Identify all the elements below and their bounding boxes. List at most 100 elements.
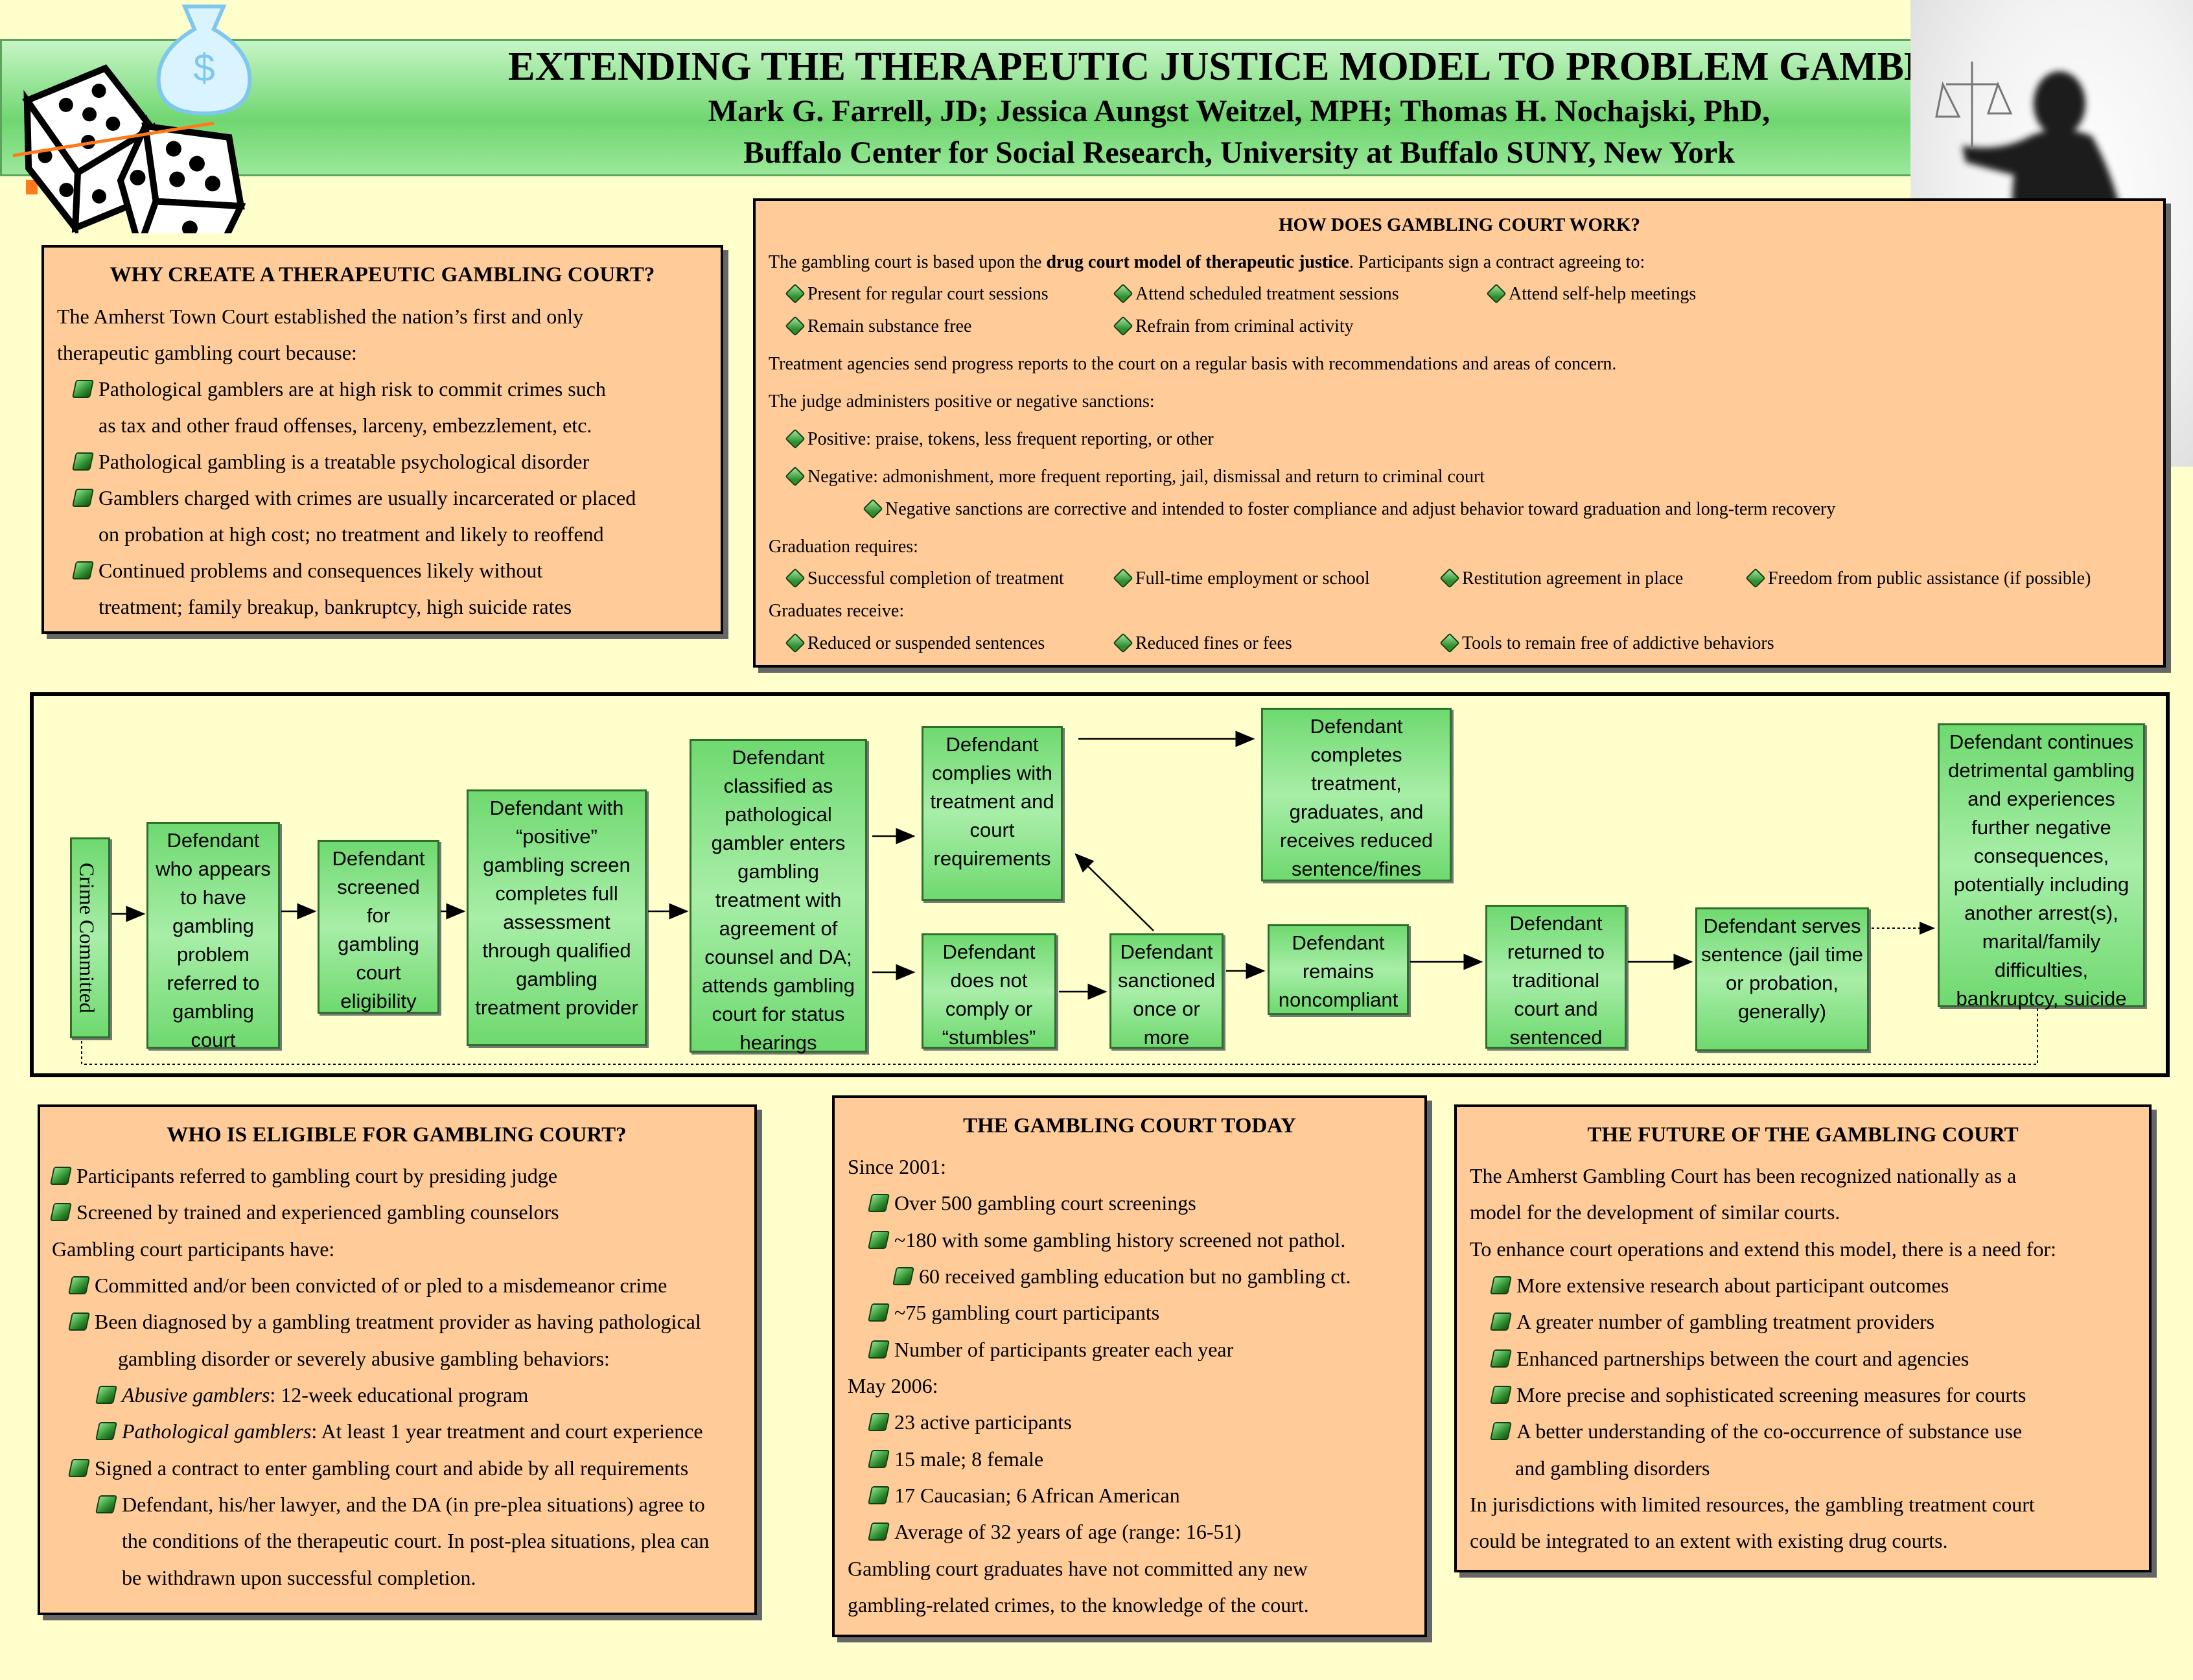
bullet-icon xyxy=(1490,1312,1512,1331)
today-may-3: 17 Caucasian; 6 African American xyxy=(894,1483,1180,1507)
bullet-icon xyxy=(892,1267,914,1286)
future-need-2: A greater number of gambling treatment p… xyxy=(1516,1310,1935,1334)
flow-node-returned: Defendant returned to traditional court … xyxy=(1485,905,1627,1049)
eligible-line-8: Signed a contract to enter gambling cour… xyxy=(95,1456,689,1480)
why-bullet-3b: on probation at high cost; no treatment … xyxy=(99,522,604,546)
future-need-4: More precise and sophisticated screening… xyxy=(1516,1382,2026,1406)
how-grad-req: Graduation requires: xyxy=(769,536,918,557)
bullet-icon xyxy=(1490,1349,1512,1368)
contract-item-5: Refrain from criminal activity xyxy=(1135,316,1354,337)
bullet-icon xyxy=(1490,1276,1512,1295)
why-bullet-1a: Pathological gamblers are at high risk t… xyxy=(99,377,606,401)
today-stat-5: Number of participants greater each year xyxy=(894,1337,1234,1361)
bullet-icon xyxy=(1490,1422,1512,1441)
eligible-line-9c: be withdrawn upon successful completion. xyxy=(122,1565,476,1589)
today-panel: THE GAMBLING COURT TODAY Since 2001: Ove… xyxy=(832,1095,1427,1637)
poster-affiliation: Buffalo Center for Social Research, Univ… xyxy=(743,135,1735,170)
eligible-abusive-label: Abusive gamblers xyxy=(122,1382,270,1406)
eligible-line-7: : At least 1 year treatment and court ex… xyxy=(311,1419,703,1443)
future-p3b: could be integrated to an extent with ex… xyxy=(1470,1529,1948,1553)
bullet-icon xyxy=(68,1276,90,1295)
bullet-icon xyxy=(50,1203,72,1222)
eligible-line-1: Participants referred to gambling court … xyxy=(76,1164,558,1188)
today-stat-3: 60 received gambling education but no ga… xyxy=(919,1265,1351,1289)
how-panel: HOW DOES GAMBLING COURT WORK? The gambli… xyxy=(753,198,2166,668)
flow-node-assessment: Defendant with “positive” gambling scree… xyxy=(467,789,647,1046)
why-bullet-2: Pathological gambling is a treatable psy… xyxy=(99,449,590,473)
how-judge: The judge administers positive or negati… xyxy=(769,391,1155,412)
eligible-line-4: Committed and/or been convicted of or pl… xyxy=(95,1274,667,1298)
bullet-icon xyxy=(50,1167,72,1185)
how-title: HOW DOES GAMBLING COURT WORK? xyxy=(1278,215,1641,235)
future-title: THE FUTURE OF THE GAMBLING COURT xyxy=(1587,1123,2019,1147)
eligible-line-9a: Defendant, his/her lawyer, and the DA (i… xyxy=(122,1492,705,1516)
bullet-icon xyxy=(68,1458,90,1477)
how-grad-recv: Graduates receive: xyxy=(769,601,905,622)
bullet-icon xyxy=(1490,1385,1512,1404)
poster-authors: Mark G. Farrell, JD; Jessica Aungst Weit… xyxy=(708,94,1770,128)
today-stat-4: ~75 gambling court participants xyxy=(894,1301,1160,1325)
eligible-line-5b: gambling disorder or severely abusive ga… xyxy=(118,1346,610,1370)
future-panel: THE FUTURE OF THE GAMBLING COURT The Amh… xyxy=(1454,1104,2152,1572)
flow-node-screened: Defendant screened for gambling court el… xyxy=(318,840,439,1014)
bullet-icon xyxy=(868,1303,890,1322)
flow-node-noncompliant: Defendant remains noncompliant xyxy=(1268,924,1409,1015)
recv-item-2: Reduced fines or fees xyxy=(1135,633,1292,654)
why-panel: WHY CREATE A THERAPEUTIC GAMBLING COURT?… xyxy=(41,245,723,634)
contract-item-1: Present for regular court sessions xyxy=(807,284,1049,305)
today-stat-1: Over 500 gambling court screenings xyxy=(894,1191,1196,1215)
bullet-icon xyxy=(95,1422,117,1441)
how-negative: Negative: admonishment, more frequent re… xyxy=(807,466,1485,487)
flow-node-treatment: Defendant classified as pathological gam… xyxy=(690,739,867,1054)
flow-node-sanctioned: Defendant sanctioned once or more xyxy=(1109,933,1224,1049)
today-may-1: 23 active participants xyxy=(894,1410,1072,1434)
future-p1b: model for the development of similar cou… xyxy=(1470,1200,1840,1224)
contract-item-2: Attend scheduled treatment sessions xyxy=(1135,284,1399,305)
grad-item-4: Freedom from public assistance (if possi… xyxy=(1768,568,2091,589)
flow-node-serves-sentence: Defendant serves sentence (jail time or … xyxy=(1695,907,1869,1051)
flow-node-complies: Defendant complies with treatment and co… xyxy=(922,726,1063,901)
bullet-icon xyxy=(868,1449,890,1468)
future-need-5b: and gambling disorders xyxy=(1515,1456,1710,1480)
future-p1a: The Amherst Gambling Court has been reco… xyxy=(1470,1164,2017,1188)
bullet-icon xyxy=(68,1312,90,1331)
today-title: THE GAMBLING COURT TODAY xyxy=(963,1114,1296,1138)
why-title: WHY CREATE A THERAPEUTIC GAMBLING COURT? xyxy=(110,263,655,286)
eligible-pathological-label: Pathological gamblers xyxy=(122,1419,312,1443)
eligible-line-2: Screened by trained and experienced gamb… xyxy=(76,1200,559,1224)
future-p3a: In jurisdictions with limited resources,… xyxy=(1470,1492,2035,1516)
recv-item-3: Tools to remain free of addictive behavi… xyxy=(1462,633,1774,654)
eligible-line-5a: Been diagnosed by a gambling treatment p… xyxy=(95,1310,701,1334)
bullet-icon xyxy=(95,1385,117,1404)
today-end-2: gambling-related crimes, to the knowledg… xyxy=(848,1592,1309,1616)
why-intro-2: therapeutic gambling court because: xyxy=(57,340,357,364)
grad-item-2: Full-time employment or school xyxy=(1135,568,1370,589)
how-reports: Treatment agencies send progress reports… xyxy=(769,354,1617,375)
money-bag-icon: $ xyxy=(156,5,252,116)
bullet-icon xyxy=(868,1486,890,1504)
how-negative-note: Negative sanctions are corrective and in… xyxy=(885,498,1836,519)
why-bullet-4a: Continued problems and consequences like… xyxy=(99,558,543,582)
today-may: May 2006: xyxy=(848,1373,938,1397)
bullet-icon xyxy=(868,1194,890,1213)
why-intro-1: The Amherst Town Court established the n… xyxy=(57,304,584,328)
grad-item-3: Restitution agreement in place xyxy=(1462,568,1684,589)
contract-item-4: Remain substance free xyxy=(807,316,972,337)
poster-title: EXTENDING THE THERAPEUTIC JUSTICE MODEL … xyxy=(508,45,2009,89)
future-need-5a: A better understanding of the co-occurre… xyxy=(1516,1419,2023,1443)
header-band xyxy=(0,39,1918,176)
contract-item-3: Attend self-help meetings xyxy=(1509,284,1697,305)
svg-text:$: $ xyxy=(193,46,215,89)
today-may-4: Average of 32 years of age (range: 16-51… xyxy=(894,1520,1242,1544)
flow-node-graduates: Defendant completes treatment, graduates… xyxy=(1261,708,1452,881)
future-need-1: More extensive research about participan… xyxy=(1516,1274,1949,1298)
dice-icon xyxy=(12,64,246,233)
eligible-line-3: Gambling court participants have: xyxy=(52,1237,335,1261)
today-end-1: Gambling court graduates have not commit… xyxy=(848,1556,1308,1580)
eligible-line-9b: the conditions of the therapeutic court.… xyxy=(122,1529,710,1553)
grad-item-1: Successful completion of treatment xyxy=(807,568,1064,589)
eligible-panel: WHO IS ELIGIBLE FOR GAMBLING COURT? Part… xyxy=(38,1104,757,1615)
flow-node-continues: Defendant continues detrimental gambling… xyxy=(1938,723,2145,1010)
flow-node-referred: Defendant who appears to have gambling p… xyxy=(146,822,280,1051)
